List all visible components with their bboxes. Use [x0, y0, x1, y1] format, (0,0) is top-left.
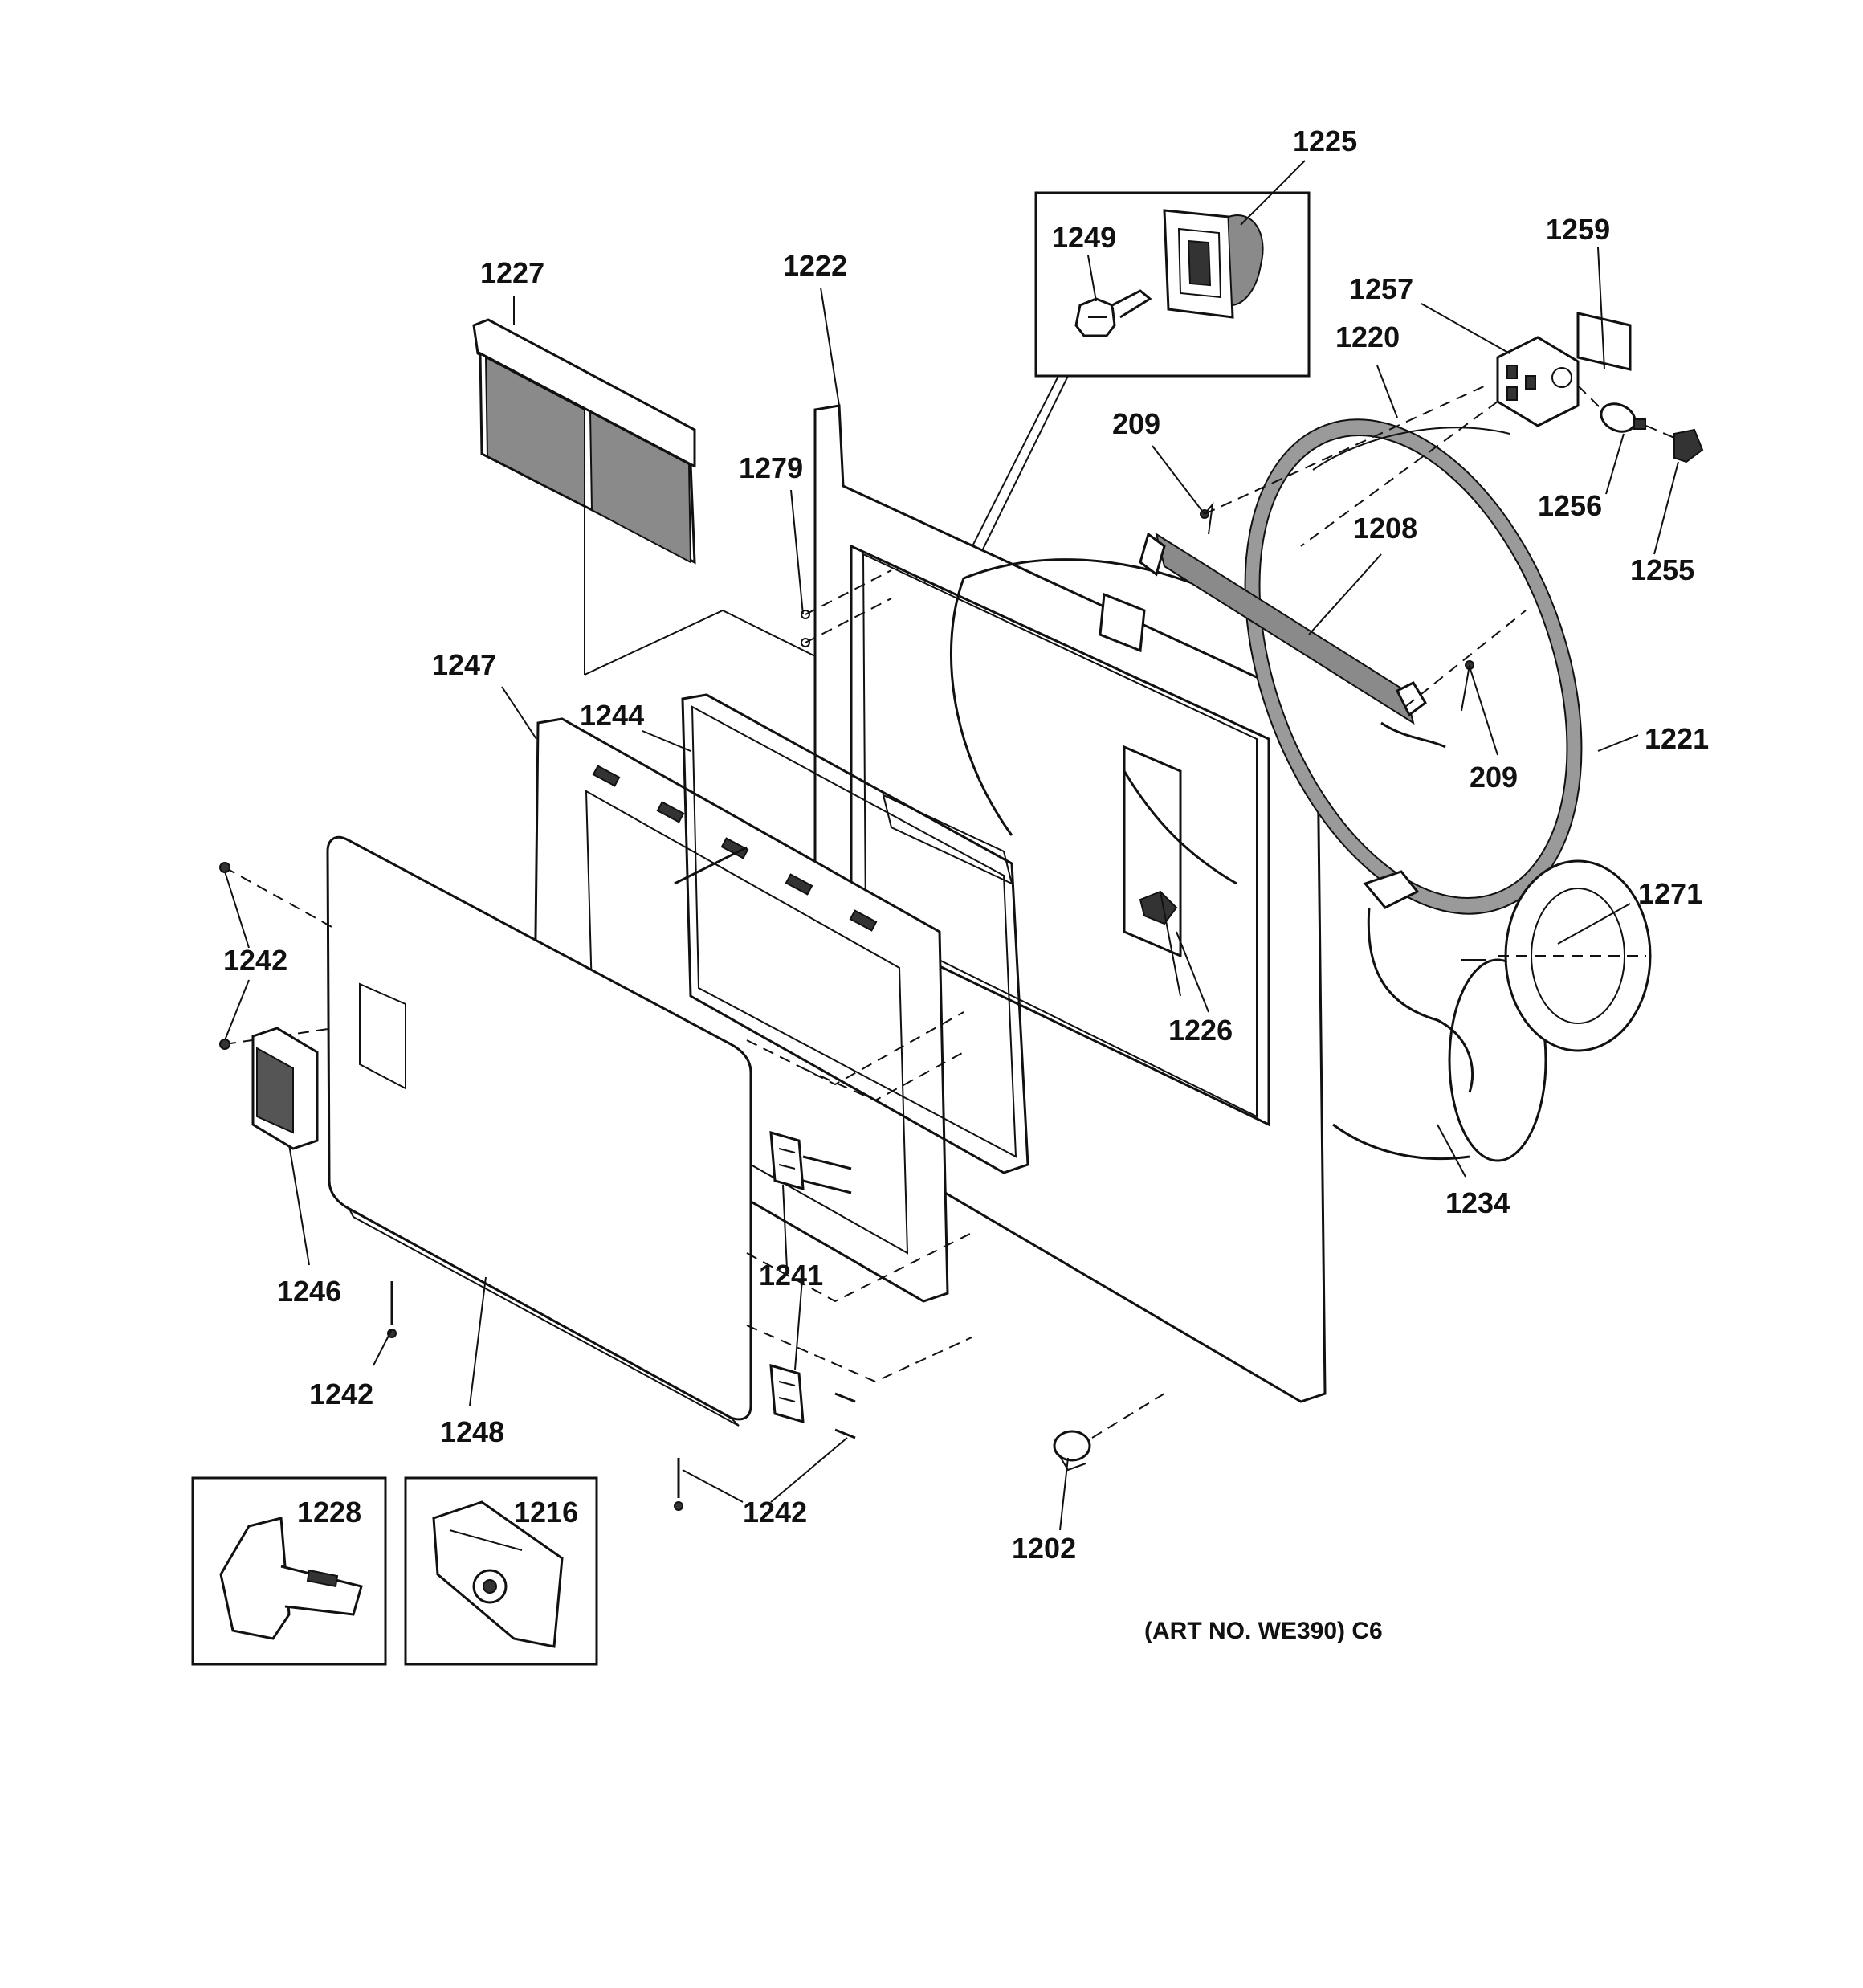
label-1222: 1222: [783, 249, 847, 282]
label-1256: 1256: [1538, 489, 1602, 522]
label-1271: 1271: [1638, 877, 1702, 910]
screws-1242: [219, 862, 683, 1511]
label-1247: 1247: [432, 648, 496, 681]
label-1227: 1227: [480, 256, 544, 289]
inset-box-1216: [404, 1476, 598, 1666]
label-1234: 1234: [1445, 1186, 1510, 1219]
drum-bulkhead: [949, 558, 1270, 997]
latch-1246: [251, 1027, 319, 1150]
duct-1234: [1332, 870, 1547, 1162]
label-209b: 209: [1470, 761, 1518, 794]
label-1246: 1246: [277, 1275, 341, 1308]
bulb-1256: [1577, 385, 1646, 433]
label-1242b: 1242: [309, 1378, 373, 1410]
inset-box-1249-1225: [895, 191, 1311, 704]
label-1259: [1576, 312, 1632, 371]
label-1220: 1220: [1335, 320, 1400, 353]
lint-housing-1208: [1139, 385, 1527, 749]
socket-1255: [1645, 425, 1704, 463]
label-1259: 1259: [1546, 213, 1610, 246]
label-1202: 1202: [1012, 1532, 1076, 1565]
label-1242c: 1242: [743, 1496, 807, 1529]
label-1244: 1244: [580, 699, 644, 732]
label-1221: 1221: [1645, 722, 1709, 755]
leader-lines: [224, 160, 1679, 1531]
outer-door-1248: [224, 835, 752, 1427]
foot-1202: [1053, 1393, 1165, 1472]
label-1242a: 1242: [223, 944, 287, 977]
label-1249: 1249: [1052, 221, 1116, 254]
label-1257: 1257: [1349, 272, 1413, 305]
art-number-caption: (ART NO. WE390) C6: [1144, 1618, 1383, 1644]
drum-ring-1220: [1244, 418, 1583, 915]
lint-filter-1227: [472, 318, 1081, 788]
label-1279: 1279: [739, 451, 803, 484]
door-gasket-1244: [681, 693, 1029, 1174]
label-1248: 1248: [440, 1415, 504, 1448]
part-labels: 1225 1249 1227 1222 1259 1257 1220 209 1…: [223, 125, 1709, 1565]
terminal-block-1257: [1300, 336, 1580, 547]
label-1228: 1228: [297, 1496, 361, 1529]
label-1216: 1216: [514, 1496, 578, 1529]
label-1226: 1226: [1168, 1014, 1233, 1047]
label-209a: 209: [1112, 407, 1160, 440]
label-1208: 1208: [1353, 512, 1417, 545]
hinges-1241: [746, 1011, 972, 1439]
inset-box-1228: [191, 1476, 387, 1666]
duct-seal-1271: [1498, 859, 1652, 1052]
label-1225: 1225: [1293, 125, 1357, 157]
label-1255: 1255: [1630, 553, 1694, 586]
label-1241: 1241: [759, 1259, 823, 1292]
